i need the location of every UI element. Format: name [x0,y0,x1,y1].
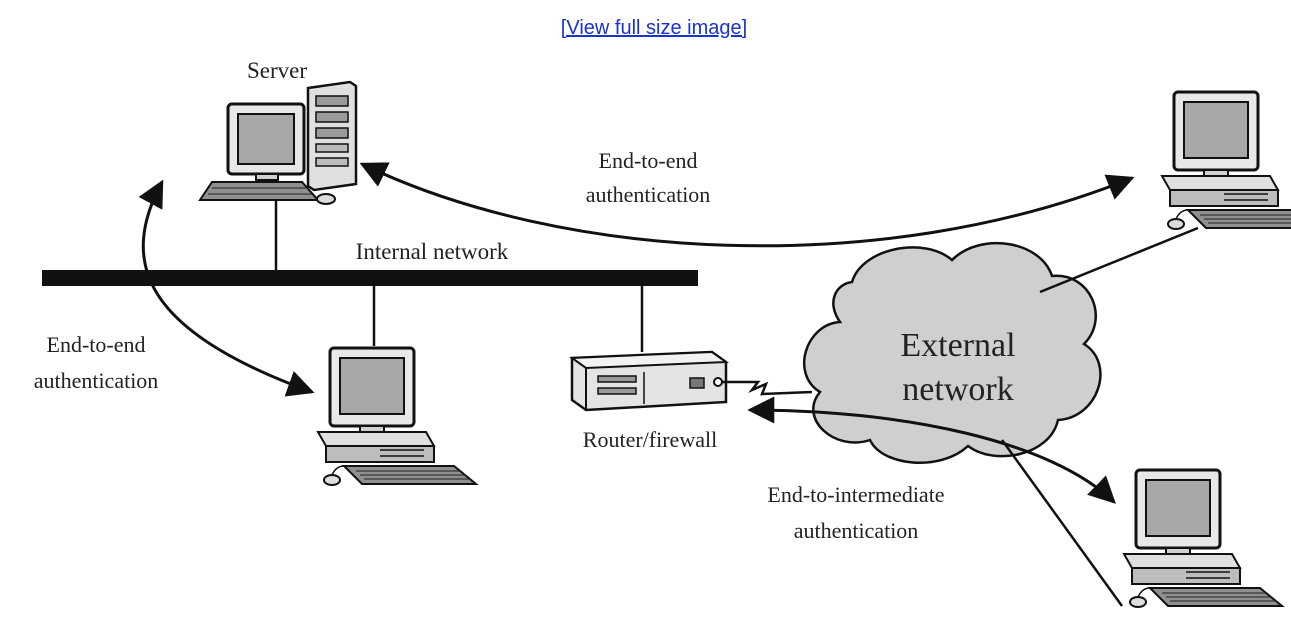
end-to-intermediate-label-line2: authentication [794,518,919,543]
end-to-end-left-label-line1: End-to-end [47,332,146,357]
end-to-end-top-label-line2: authentication [586,182,711,207]
external-network-label-line2: network [902,371,1013,408]
server-computer-icon [198,80,358,205]
internal-workstation-icon [316,346,478,487]
remote-workstation-bottom-icon [1122,468,1284,609]
internal-network-bus [42,270,698,286]
router-cloud-link [722,380,813,396]
cloud-remote-top-link [1039,226,1199,294]
view-full-size-link[interactable]: [View full size image] [561,17,747,39]
end-to-intermediate-label-line1: End-to-intermediate [767,482,944,507]
end-to-end-top-arrow [359,162,1135,248]
router-firewall-icon [569,350,729,412]
end-to-intermediate-arrow [747,396,1116,504]
end-to-end-left-label-line2: authentication [34,368,159,393]
end-to-end-left-arrow [138,179,315,397]
end-to-end-top-label-line1: End-to-end [599,148,698,173]
external-network-label-line1: External [900,327,1015,364]
internal-network-label: Internal network [356,239,509,264]
server-label: Server [247,58,307,83]
remote-workstation-top-icon [1160,90,1291,231]
router-firewall-label: Router/firewall [583,427,717,452]
